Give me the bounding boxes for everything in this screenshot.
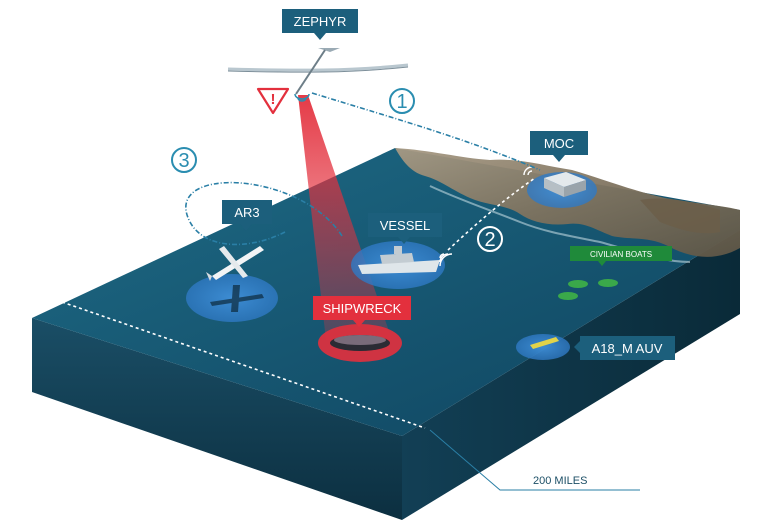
shipwreck-boat-icon [330,335,390,351]
alert-symbol: ! [271,91,276,108]
link-ar3-vessel-loop [185,181,343,246]
ar3-drone-icon [206,246,264,281]
zephyr-label-text: ZEPHYR [294,14,347,29]
civilian-boat-marker [558,292,578,300]
shipwreck-label: SHIPWRECK [313,296,411,327]
link-moc-vessel [447,177,536,251]
ar3-label-text: AR3 [234,205,259,220]
step-1-marker: 1 [389,88,415,114]
coast-rocks [640,198,720,234]
moc-building-icon [544,172,586,197]
ar3-label: AR3 [222,200,272,231]
auv-icon [530,337,559,349]
civilian-boats [558,279,618,300]
civilian-boats-label-text: CIVILIAN BOATS [590,250,652,259]
civilian-boat-marker [598,279,618,287]
moc-label-text: MOC [544,136,574,151]
zephyr-aircraft-icon [227,48,409,95]
auv-label: A18_M AUV [574,336,675,360]
civilian-boat-marker [568,280,588,288]
civilian-boats-label: CIVILIAN BOATS [570,246,672,266]
ar3-coverage [186,274,278,322]
auv-label-text: A18_M AUV [592,341,663,356]
step-3-marker: 3 [171,147,197,173]
wifi-icon [439,253,453,267]
sea-side-face [402,230,740,520]
step-1-number: 1 [396,91,407,113]
sea-front-face [32,318,402,520]
vessel-label-text: VESSEL [380,218,431,233]
vessel-label: VESSEL [368,213,442,244]
step-2-number: 2 [484,229,495,251]
auv-coverage [516,334,570,360]
boundary-line [61,301,426,429]
step-3-number: 3 [178,150,189,172]
alert-warning-icon: ! [256,87,290,115]
distance-label-text: 200 MILES [533,475,587,487]
vessel-ship-icon [358,246,440,274]
distance-callout: 200 MILES [429,429,640,491]
step-2-marker: 2 [477,226,503,252]
ar3-drone-shadow [210,285,264,312]
link-zephyr-moc [311,92,541,171]
zephyr-wifi-icon [294,93,310,102]
zephyr-label: ZEPHYR [282,9,358,40]
shipwreck-label-text: SHIPWRECK [323,301,402,316]
moc-label: MOC [530,131,588,162]
